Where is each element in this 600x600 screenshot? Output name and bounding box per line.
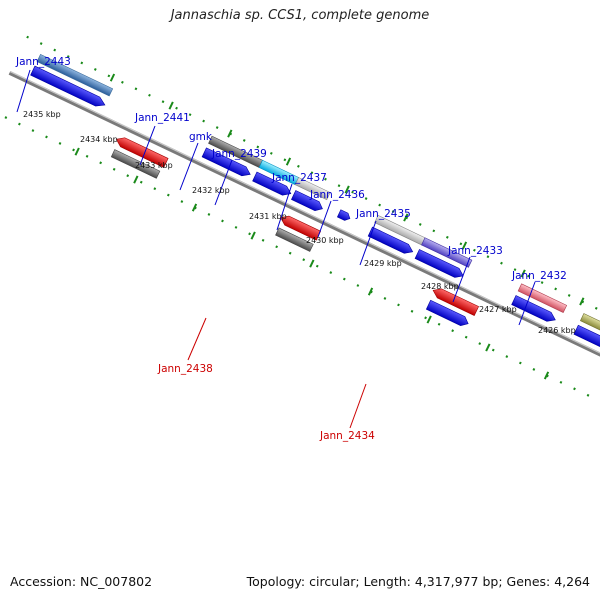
cds-forward-8[interactable] (511, 295, 558, 325)
gene-jann-2439[interactable] (294, 177, 331, 201)
gene-reverse-unlabeled[interactable] (110, 149, 161, 179)
genome-backbone-highlight (9, 71, 600, 400)
gene-label-jann-2443[interactable]: Jann_2443 (15, 56, 71, 68)
kbp-label: 2429 kbp (364, 259, 402, 268)
cds-jann-2434[interactable] (425, 299, 470, 328)
forward-cds (30, 65, 600, 365)
leader-jann-2436 (317, 200, 332, 238)
kbp-label: 2431 kbp (249, 212, 287, 221)
tick-ring-outer (26, 35, 600, 365)
cds-forward-3[interactable] (252, 171, 293, 198)
kbp-label: 2434 kbp (80, 135, 118, 144)
gene-label-gmk[interactable]: gmk (189, 131, 213, 143)
kbp-label: 2433 kbp (135, 161, 173, 170)
figure-title: Jannaschia sp. CCS1, complete genome (170, 8, 430, 23)
leader-jann-2437 (276, 183, 293, 231)
cds-reverse-2[interactable] (278, 213, 322, 241)
kbp-label: 2428 kbp (421, 282, 459, 291)
gene-jann-2438[interactable] (275, 227, 314, 252)
cds-forward-4[interactable] (291, 190, 324, 213)
cds-reverse-1[interactable] (114, 135, 169, 168)
kbp-labels: 2435 kbp 2434 kbp 2433 kbp 2432 kbp 2431… (23, 110, 576, 335)
gene-jann-2435[interactable] (421, 237, 473, 268)
leader-jann-2434 (349, 383, 367, 429)
gene-jann-2443[interactable] (36, 53, 114, 97)
kbp-label: 2432 kbp (192, 186, 230, 195)
gene-label-jann-2434[interactable]: Jann_2434 (319, 430, 375, 442)
leader-gmk (179, 142, 199, 191)
cds-forward-2[interactable] (201, 147, 252, 179)
label-leaders (16, 69, 536, 429)
gene-label-jann-2438[interactable]: Jann_2438 (157, 363, 213, 375)
tick-ring-inner (0, 109, 600, 439)
gene-label-jann-2437[interactable]: Jann_2437 (271, 172, 327, 184)
forward-genes (36, 53, 600, 354)
major-ticks-outer (109, 73, 585, 306)
leader-jann-2432 (518, 281, 536, 326)
reverse-cds-blue (425, 299, 470, 328)
gene-labels-top: Jann_2443 Jann_2441 gmk Jann_2439 Jann_2… (15, 56, 567, 282)
gene-label-jann-2436[interactable]: Jann_2436 (309, 189, 365, 201)
gene-jann-2433[interactable] (517, 283, 568, 313)
cds-forward-9[interactable] (573, 324, 600, 365)
leader-jann-2433 (452, 256, 471, 303)
kbp-label: 2426 kbp (538, 326, 576, 335)
reverse-genes (110, 149, 314, 252)
cds-forward-5[interactable] (336, 209, 351, 222)
leader-jann-2439 (214, 159, 233, 206)
gene-labels-bottom: Jann_2438 Jann_2434 (157, 363, 375, 442)
genome-backbone (8, 71, 600, 402)
reverse-cds (114, 135, 479, 316)
kbp-label: 2435 kbp (23, 110, 61, 119)
leader-jann-2441 (139, 125, 156, 166)
cds-forward-7[interactable] (414, 249, 465, 280)
gene-label-jann-2441[interactable]: Jann_2441 (134, 112, 190, 124)
accession-text: Accession: NC_007802 (10, 574, 153, 589)
cds-reverse-3[interactable] (431, 286, 479, 316)
tick-ring-inner-dots (0, 109, 600, 439)
gene-jann-2432-a[interactable] (579, 313, 600, 354)
cds-forward-6[interactable] (367, 226, 415, 256)
kbp-label: 2427 kbp (479, 305, 517, 314)
gene-label-jann-2435[interactable]: Jann_2435 (355, 208, 411, 220)
leader-jann-2438 (187, 317, 207, 361)
topology-text: Topology: circular; Length: 4,317,977 bp… (246, 574, 590, 589)
leader-jann-2435 (359, 220, 377, 266)
gene-label-jann-2432[interactable]: Jann_2432 (511, 270, 567, 282)
gene-label-jann-2439[interactable]: Jann_2439 (211, 148, 267, 160)
cds-forward-1[interactable] (30, 65, 108, 109)
kbp-label: 2430 kbp (306, 236, 344, 245)
leader-jann-2443 (16, 69, 31, 113)
gene-label-jann-2433[interactable]: Jann_2433 (447, 245, 503, 257)
major-ticks-inner (74, 147, 550, 380)
